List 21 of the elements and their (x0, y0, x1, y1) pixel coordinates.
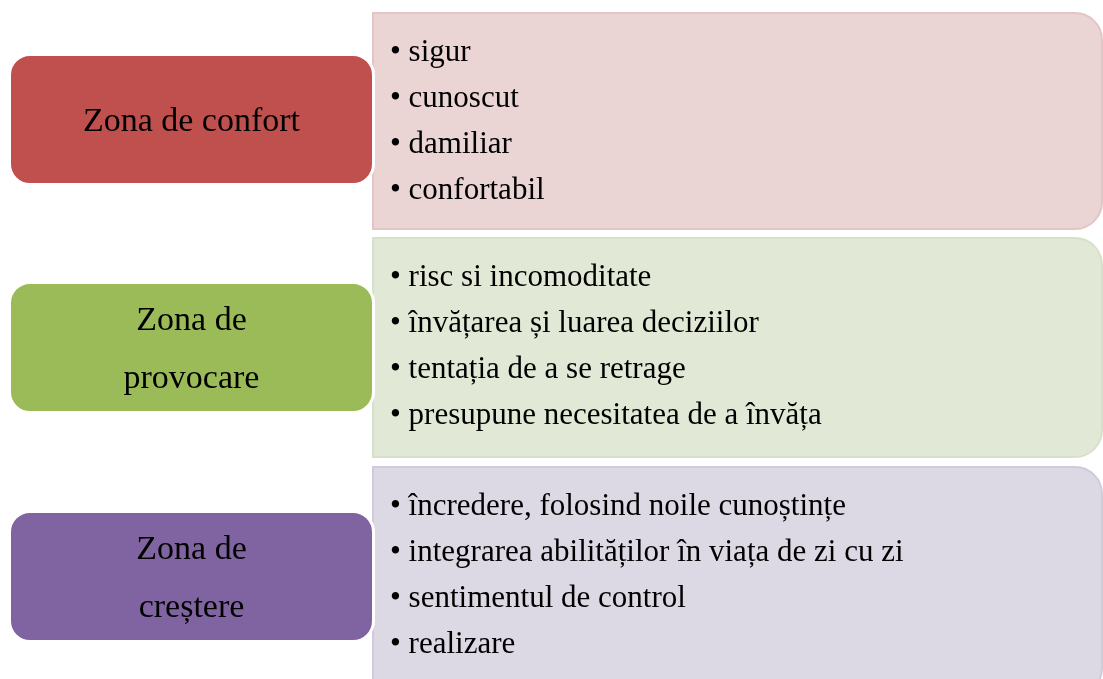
zone-heading-box (8, 510, 375, 643)
bullet-item: • realizare (390, 624, 516, 662)
bullet-item: • presupune necesitatea de a învăța (390, 395, 822, 433)
bullet-item: • integrarea abilităților în viața de zi cu zi (390, 532, 904, 570)
zone-heading-box (8, 281, 375, 414)
bullet-list-panel (372, 237, 1103, 458)
zone-title: Zona de confort (82, 99, 301, 140)
bullet-item: • tentația de a se retrage (390, 349, 686, 387)
bullet-item: • damiliar (390, 124, 512, 162)
bullet-item: • încredere, folosind noile cunoștințe (390, 486, 846, 524)
bullet-list-panel (372, 12, 1103, 230)
bullet-item: • sentimentul de control (390, 578, 686, 616)
bullet-item: • risc si incomoditate (390, 257, 652, 295)
bullet-item: • confortabil (390, 170, 545, 208)
bullet-item: • cunoscut (390, 78, 519, 116)
zone-title: Zona de provocare (122, 298, 261, 397)
zone-title: Zona de creștere (135, 527, 248, 626)
zone-heading-box (8, 53, 375, 186)
bullet-item: • sigur (390, 32, 471, 70)
bullet-list-panel (372, 466, 1103, 679)
bullet-item: • învățarea și luarea deciziilor (390, 303, 759, 341)
